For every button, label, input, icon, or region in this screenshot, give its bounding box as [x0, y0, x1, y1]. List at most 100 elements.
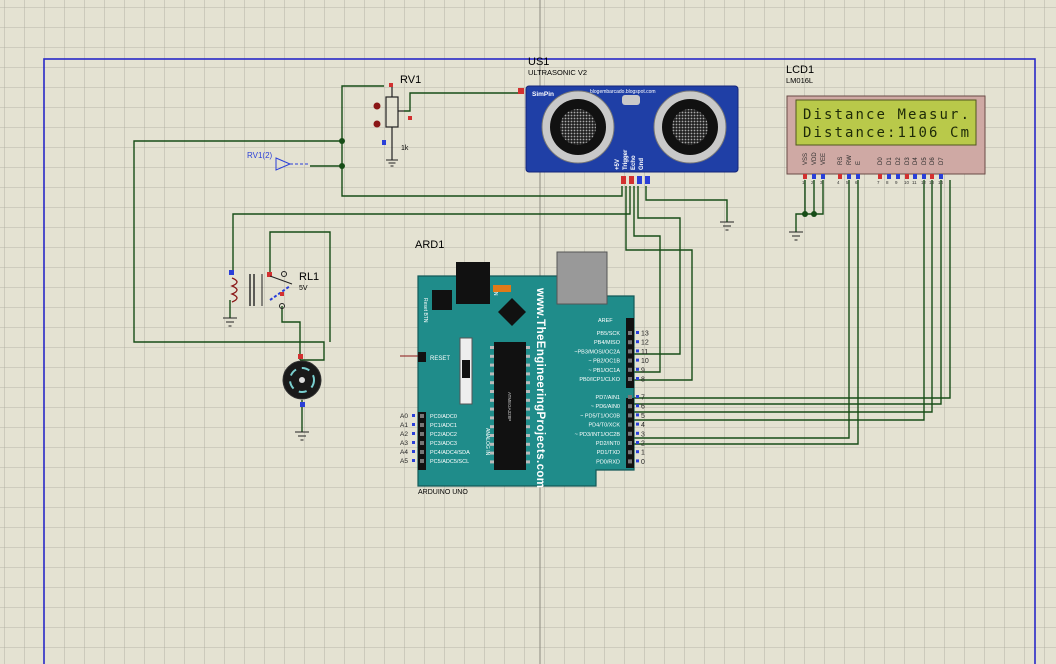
lcd-model: LM016L: [786, 76, 813, 85]
arduino-pin-number: 7: [641, 395, 645, 402]
arduino-name: ARDUINO UNO: [418, 489, 468, 496]
lcd-pin-label: VDD: [812, 152, 818, 165]
lcd-pin-label: E: [856, 161, 862, 165]
us1-ref: US1: [528, 56, 549, 68]
arduino-pin-number: 3: [641, 431, 645, 438]
power-jack: [456, 262, 490, 304]
lcd-pin-number: 7: [877, 180, 880, 185]
chip-leg: [490, 354, 494, 358]
arduino-pin-socket[interactable]: [628, 431, 632, 436]
usb-connector: [556, 251, 608, 305]
chip-leg: [526, 354, 530, 358]
analog-pin-number: A3: [400, 440, 408, 447]
chip-leg: [490, 460, 494, 464]
arduino-pin-socket[interactable]: [628, 395, 632, 399]
analog-pin-socket[interactable]: [420, 459, 424, 463]
arduino-pin-label: ~ PD3/INT1/OC2B: [575, 432, 621, 438]
us1-pins: [621, 176, 650, 184]
arduino-pin-marker: [636, 450, 639, 454]
arduino-pin-socket[interactable]: [628, 358, 632, 363]
arduino-pin-socket[interactable]: [628, 377, 632, 381]
lcd-pin-number: 1: [802, 180, 805, 185]
arduino-pin-label: PD0/RXD: [596, 459, 620, 465]
arduino-pin-socket[interactable]: [628, 367, 632, 372]
arduino-pin-socket[interactable]: [628, 441, 632, 445]
reset-btn-label: Reset BTN: [422, 298, 428, 323]
chip-leg: [526, 434, 530, 437]
junction-dot: [811, 211, 817, 217]
arduino-pin-marker: [636, 413, 639, 417]
chip-leg: [490, 381, 494, 385]
analog-pin-socket[interactable]: [420, 441, 424, 445]
lcd-pin-number: 8: [886, 180, 889, 185]
arduino-pin-socket[interactable]: [628, 459, 632, 464]
ultrasonic-sensor-us1[interactable]: US1 ULTRASONIC V2 SimPin blogembarcado.b…: [518, 56, 739, 231]
analog-pin-socket[interactable]: [420, 423, 424, 427]
arduino-pin-socket[interactable]: [628, 340, 632, 345]
us1-pin-gnd: [645, 176, 650, 184]
chip-leg: [490, 346, 494, 349]
arduino-pin-number: 13: [641, 331, 649, 338]
us1-model: ULTRASONIC V2: [528, 68, 587, 77]
chip-leg: [526, 381, 530, 385]
analog-in-label: ANALOG IN: [484, 428, 490, 456]
relay-coil-icon: [230, 277, 238, 303]
mcu-small-chip: [498, 298, 526, 326]
rv1-knob-down[interactable]: [373, 120, 381, 128]
arduino-pin-socket[interactable]: [628, 413, 632, 418]
analog-pin-socket[interactable]: [420, 450, 424, 454]
lcd-pin-label: RW: [847, 155, 853, 165]
arduino-pin-marker: [636, 367, 639, 371]
arduino-pin-label: PB4/MISO: [594, 340, 621, 346]
chip-leg: [490, 451, 494, 455]
analog-pin-socket[interactable]: [420, 432, 424, 436]
arduino-pin-socket[interactable]: [628, 349, 632, 354]
lcd-pin-number: 6: [855, 180, 858, 185]
chip-leg: [490, 416, 494, 420]
rv1-knob-up[interactable]: [373, 102, 381, 110]
arduino-pin-socket[interactable]: [628, 404, 632, 409]
analog-pin-socket[interactable]: [420, 414, 424, 418]
rv1-pin-wiper: [408, 116, 412, 120]
arduino-pin-label: PB5/SCK: [597, 331, 621, 337]
chip-leg: [526, 425, 530, 429]
lcd-pin-number: 2: [811, 180, 814, 185]
arduino-ard1[interactable]: ARD1 Reset BTN ON ATMEGA328P www.TheEngi…: [400, 239, 649, 496]
arduino-pin-label: PD4/T0/XCK: [589, 423, 621, 429]
arduino-pin-socket[interactable]: [628, 450, 632, 455]
arduino-pin-socket[interactable]: [628, 331, 632, 335]
arduino-pin-marker: [636, 340, 639, 344]
lcd-pin-number: 3: [820, 180, 823, 185]
arduino-pin-socket[interactable]: [628, 422, 632, 427]
analog-pin-number: A0: [400, 413, 408, 420]
transducer-right-mesh: [672, 109, 708, 145]
wires: [133, 85, 951, 445]
arduino-pin-label: ~ PB2/OC1B: [588, 359, 620, 365]
lcd-pin-label: D5: [922, 157, 928, 165]
chip-leg: [526, 363, 530, 367]
lcd-display-lcd1[interactable]: LCD1 LM016L Distance Measur. Distance:11…: [786, 64, 986, 241]
us1-pin-trig: [629, 176, 634, 184]
us1-ground-icon: [720, 221, 734, 231]
arduino-pin-number: 4: [641, 422, 645, 429]
wire-relay-coil: [232, 186, 631, 270]
lcd-pin: [838, 174, 842, 179]
lcd-pin-number: 9: [895, 180, 898, 185]
arduino-pin-label: ~PB3/MOSI/OC2A: [574, 349, 620, 355]
potentiometer-rv1[interactable]: RV1 1k: [373, 74, 422, 167]
arduino-pin-label: PD1/TXD: [597, 450, 620, 456]
arduino-pin-number: 8: [641, 377, 645, 384]
relay-armature: [269, 275, 293, 285]
reset-button[interactable]: [432, 290, 452, 310]
arduino-pin-marker: [636, 422, 639, 426]
relay-no-contact: [279, 303, 285, 309]
dc-motor[interactable]: [282, 354, 322, 441]
rl1-coil-pin: [229, 270, 234, 275]
wire-relay-common: [269, 231, 331, 342]
wire-lcd-e: [632, 180, 850, 439]
crystal-band: [462, 360, 470, 378]
analog-pin-label: PC2/ADC2: [430, 432, 457, 438]
relay-rl1[interactable]: RL1 5V: [223, 270, 319, 327]
